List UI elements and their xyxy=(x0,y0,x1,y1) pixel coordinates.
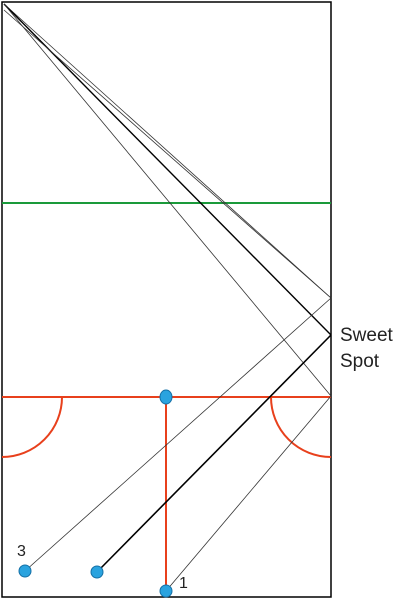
marker-1-label: 1 xyxy=(179,575,188,592)
ball-icon xyxy=(90,565,104,579)
shot-path-thin xyxy=(3,3,332,397)
shot-path-thin xyxy=(3,3,332,299)
ball-icon xyxy=(159,389,173,405)
return-path-2 xyxy=(96,334,332,573)
red-left-arc xyxy=(1,396,63,458)
ball-icon xyxy=(18,564,32,578)
red-right-arc xyxy=(270,396,332,458)
return-path-3 xyxy=(24,297,332,572)
return-path-1 xyxy=(165,395,332,592)
ball-icon xyxy=(159,584,173,598)
shot-path-thin xyxy=(3,9,332,299)
sweet-spot-label-line1: Sweet xyxy=(340,325,394,346)
sweet-spot-label-line2: Spot xyxy=(340,351,380,372)
shot-path-thick xyxy=(3,3,332,336)
marker-3-label: 3 xyxy=(17,543,26,560)
